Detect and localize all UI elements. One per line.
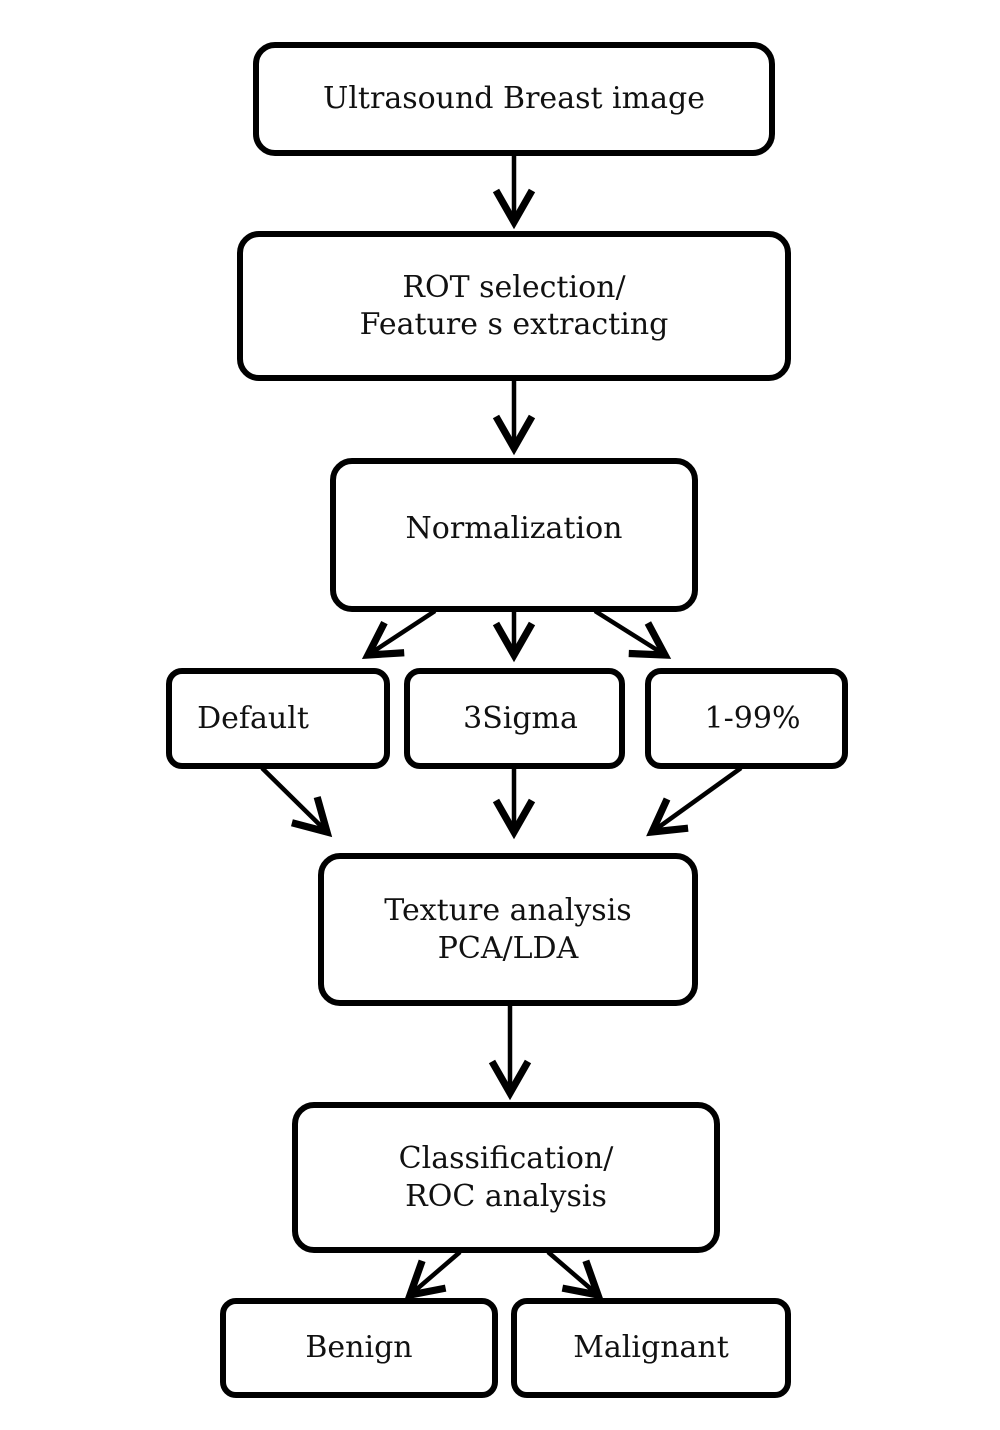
arrow-classification-to-malignant: [546, 1250, 604, 1300]
node-malignant: Malignant: [511, 1298, 791, 1398]
node-benign: Benign: [220, 1298, 498, 1398]
node-classification-label-line-2: ROC analysis: [405, 1178, 607, 1214]
arrow-normalization-to-default: [361, 609, 437, 659]
node-classification: Classification/ ROC analysis: [292, 1102, 720, 1253]
arrow-default-to-texture: [260, 766, 333, 838]
arrow-classification-to-benign: [404, 1250, 462, 1300]
arrow-normalization-to-percent: [593, 609, 672, 659]
node-benign-label: Benign: [305, 1330, 413, 1366]
node-normalization: Normalization: [330, 458, 698, 612]
node-texture-analysis: Texture analysis PCA/LDA: [318, 853, 698, 1006]
node-classification-label-line-1: Classification/: [398, 1141, 614, 1176]
node-roi-label-line-1: ROT selection/: [402, 269, 626, 305]
node-1-99-percent: 1-99%: [645, 668, 848, 769]
node-roi-label-line-2: Feature s extracting: [359, 307, 669, 342]
node-texture-label-line-1: Texture analysis: [384, 893, 632, 928]
node-default: Default: [166, 668, 390, 769]
node-malignant-label: Malignant: [573, 1330, 729, 1366]
node-texture-label-line-2: PCA/LDA: [437, 930, 579, 966]
arrow-percent-to-texture: [646, 766, 743, 837]
node-ultrasound-breast-image: Ultrasound Breast image: [253, 42, 775, 156]
node-1-99-percent-label: 1-99%: [704, 700, 801, 736]
node-default-label: Default: [197, 700, 309, 736]
node-3sigma-label: 3Sigma: [463, 700, 578, 736]
node-roi-selection: ROT selection/ Feature s extracting: [237, 231, 791, 381]
node-ultrasound-label: Ultrasound Breast image: [323, 81, 705, 117]
node-3sigma: 3Sigma: [404, 668, 625, 769]
node-normalization-label: Normalization: [405, 511, 623, 547]
